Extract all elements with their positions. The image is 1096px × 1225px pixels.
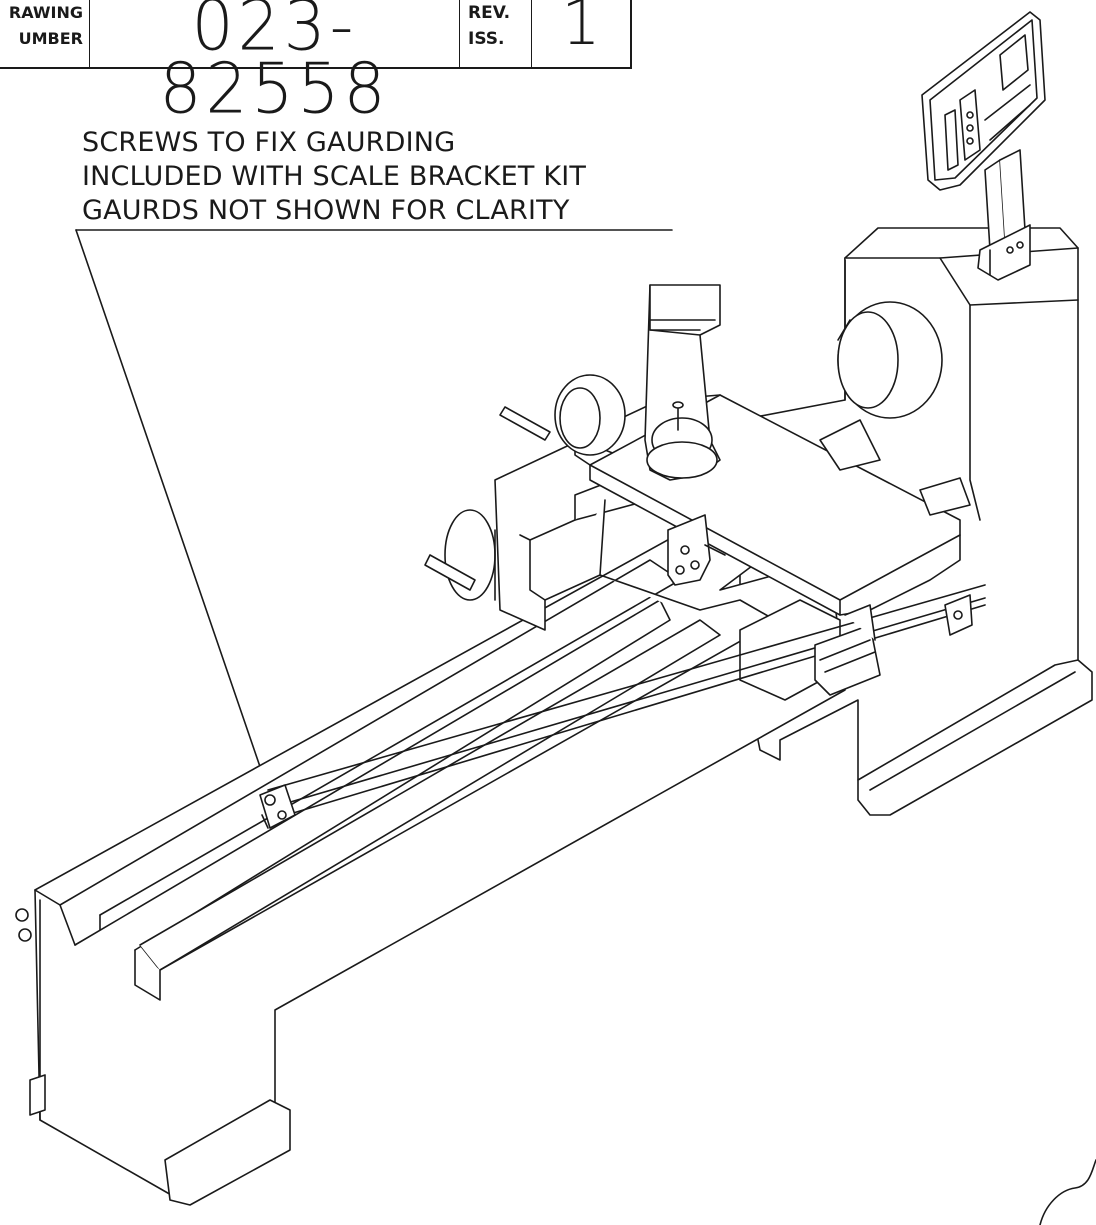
drawing-number: 023-82558: [159, 0, 390, 130]
dro-display-unit: [921, 11, 1046, 191]
scale-read-head-carriage: [667, 514, 881, 696]
drawing-number-cell: 023-82558: [90, 0, 460, 124]
leader-line: [75, 229, 673, 791]
drawing-number-label-cell: RAWING UMBER: [0, 0, 90, 67]
rev-label: REV. ISS.: [460, 0, 531, 52]
scale-end-bracket-left: [259, 784, 296, 829]
rev-value-cell: 1: [532, 0, 630, 67]
drawing-label-line1: RAWING: [8, 3, 83, 22]
rev-label-line2: ISS.: [468, 29, 505, 49]
bed-ways-rear: [819, 419, 971, 516]
note-line-1: SCREWS TO FIX GAURDING: [82, 127, 456, 158]
headstock-spindle: [837, 301, 943, 419]
note-line-2: INCLUDED WITH SCALE BRACKET KIT: [82, 161, 587, 192]
lathe-bed: [15, 499, 846, 1206]
scale-end-bracket-right: [944, 594, 973, 636]
note: SCREWS TO FIX GAURDING INCLUDED WITH SCA…: [82, 126, 682, 228]
rev-label-line1: REV.: [468, 3, 511, 23]
dro-mounting-arm: [977, 149, 1031, 281]
rev-value: 1: [561, 0, 601, 59]
note-line-3: GAURDS NOT SHOWN FOR CLARITY: [82, 195, 570, 226]
handwheels: [424, 374, 626, 601]
drawing-number-label: RAWING UMBER: [0, 0, 89, 52]
title-block: RAWING UMBER 023-82558 REV. ISS. 1: [0, 0, 632, 124]
tool-post: [644, 284, 721, 481]
break-line: [1039, 1159, 1096, 1225]
drawing-label-line2: UMBER: [18, 29, 83, 48]
rev-label-cell: REV. ISS.: [460, 0, 532, 67]
headstock-foot: [857, 659, 1093, 816]
